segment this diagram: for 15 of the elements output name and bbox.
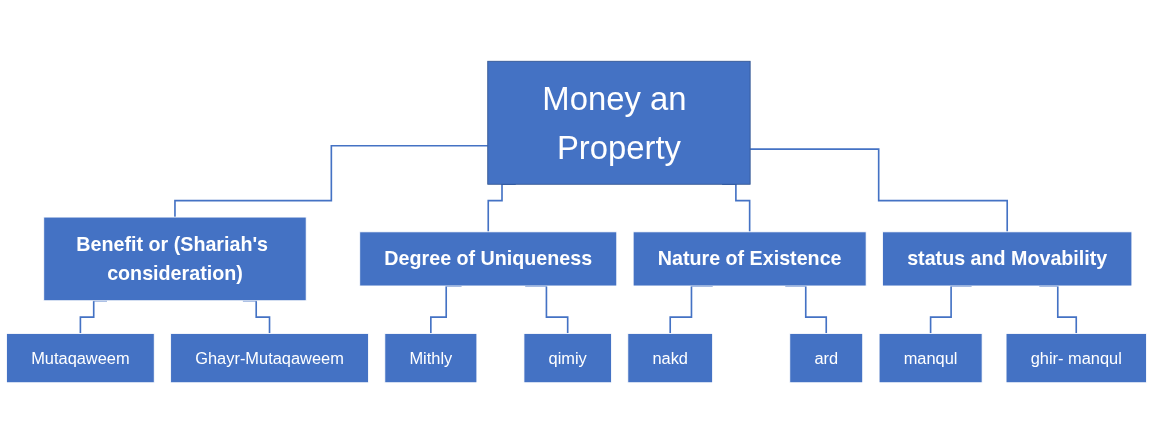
node-box: status and Movability	[882, 231, 1133, 287]
node-box: nakd	[627, 333, 713, 384]
node-box: manqul	[878, 333, 983, 384]
node-box: Mithly	[384, 333, 478, 384]
node-box: Degree of Uniqueness	[359, 231, 618, 287]
node-box: Nature of Existence	[632, 231, 867, 287]
node-box: qimiy	[523, 333, 612, 384]
node-box: ghir- manqul	[1005, 333, 1147, 384]
node-box: Benefit or (Shariah's consideration)	[43, 216, 307, 302]
node-box: Money an Property	[487, 60, 751, 185]
connector	[749, 148, 1009, 233]
node-box: ard	[789, 333, 864, 384]
node-box: Mutaqaweem	[6, 333, 155, 384]
connector	[174, 144, 489, 218]
node-box: Ghayr-Mutaqaweem	[170, 333, 369, 384]
